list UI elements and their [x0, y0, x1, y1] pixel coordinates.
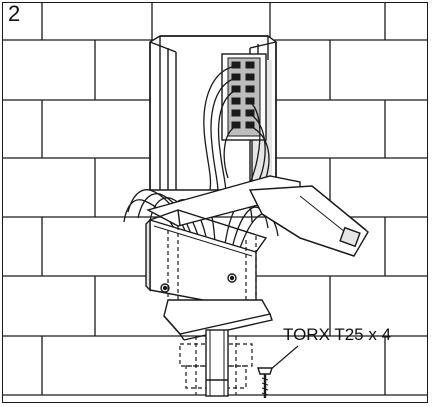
- conduit: [205, 329, 229, 397]
- junction-box: [145, 175, 369, 341]
- torx-screw-callout: TORX T25 x 4: [283, 325, 392, 344]
- step-number: 2: [8, 1, 21, 26]
- illustration-frame: [2, 2, 428, 403]
- callout-leader: [269, 345, 299, 371]
- screw-icon: [257, 367, 273, 398]
- brick-wall: [3, 3, 427, 396]
